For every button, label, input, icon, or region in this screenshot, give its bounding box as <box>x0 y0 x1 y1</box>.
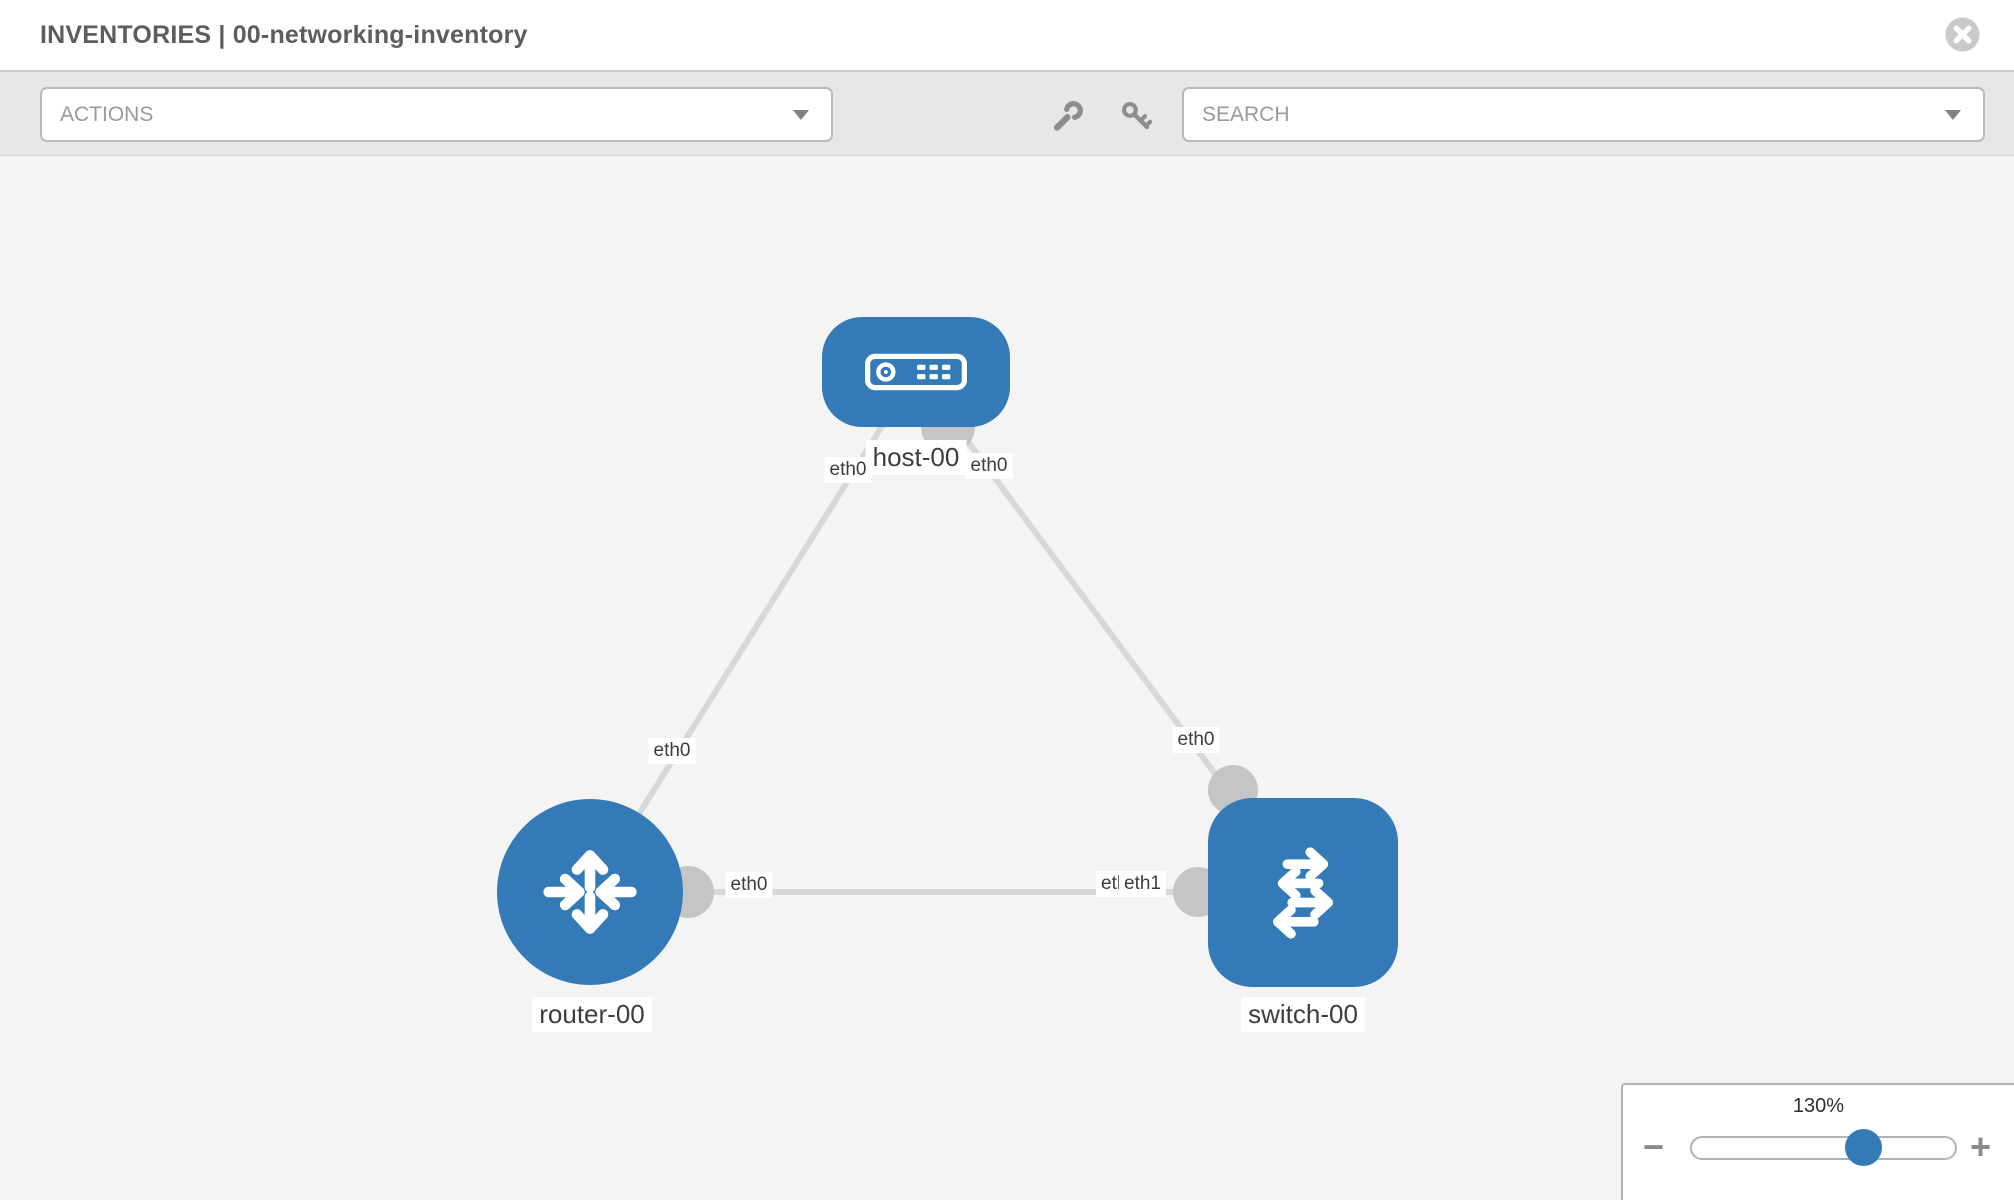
router-icon <box>543 850 637 934</box>
topology-canvas[interactable]: host-00 router-00 switch-00 eth0 eth0 et… <box>0 156 2014 1200</box>
host-icon <box>865 353 967 391</box>
chevron-down-icon <box>1945 110 1961 120</box>
zoom-in-button[interactable]: + <box>1970 1126 1992 1167</box>
node-switch-00[interactable] <box>1208 798 1398 987</box>
window-header: INVENTORIES | 00-networking-inventory <box>0 0 2014 70</box>
chevron-down-icon <box>793 110 809 120</box>
search-dropdown-label: SEARCH <box>1202 103 1290 126</box>
search-dropdown[interactable]: SEARCH <box>1182 87 1985 142</box>
actions-dropdown[interactable]: ACTIONS <box>40 87 833 142</box>
iface-label-router-eth0-right: eth0 <box>725 872 773 898</box>
topology-links-layer <box>587 370 1306 918</box>
iface-label-router-eth0-up: eth0 <box>648 738 696 764</box>
iface-label-host-eth0-right: eth0 <box>965 453 1013 479</box>
node-label-router[interactable]: router-00 <box>532 997 652 1032</box>
node-label-switch[interactable]: switch-00 <box>1241 997 1365 1032</box>
zoom-slider-handle[interactable] <box>1845 1129 1882 1166</box>
switch-icon <box>1273 846 1333 939</box>
iface-label-host-eth0-left: eth0 <box>824 457 872 483</box>
zoom-out-button[interactable]: − <box>1643 1126 1665 1167</box>
configure-wrench-icon[interactable] <box>1051 99 1085 133</box>
page-title: INVENTORIES | 00-networking-inventory <box>40 21 528 49</box>
node-label-host[interactable]: host-00 <box>865 440 967 475</box>
zoom-slider-track[interactable] <box>1690 1136 1957 1160</box>
close-icon <box>1945 17 1980 52</box>
zoom-percentage: 130% <box>1792 1095 1845 1117</box>
zoom-control-panel: 130% − + <box>1621 1083 2014 1200</box>
node-host-00[interactable] <box>822 317 1010 427</box>
iface-label-switch-eth0-up: eth0 <box>1172 727 1220 753</box>
credentials-key-icon[interactable] <box>1119 99 1153 133</box>
close-button[interactable] <box>1944 16 1981 53</box>
iface-label-switch-eth1: eth1 <box>1119 871 1166 897</box>
node-router-00[interactable] <box>497 799 683 985</box>
actions-dropdown-label: ACTIONS <box>60 103 154 126</box>
toolbar: ACTIONS SEARCH <box>0 70 2014 156</box>
